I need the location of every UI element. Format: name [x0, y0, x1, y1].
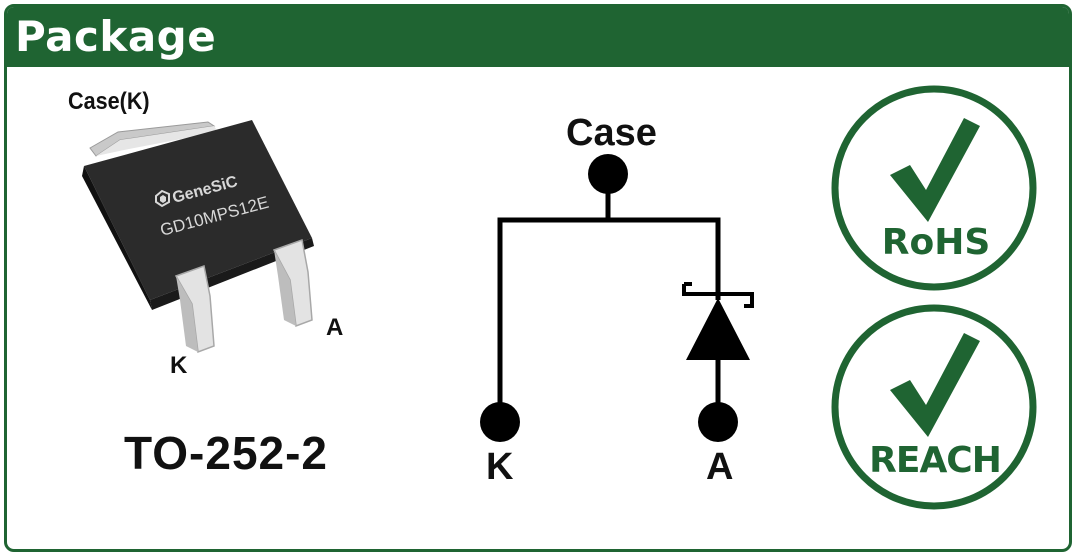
- panel-header: Package: [7, 7, 1069, 67]
- diode-schematic: [497, 174, 754, 418]
- rohs-badge: [831, 85, 1037, 291]
- k-terminal: [480, 402, 520, 442]
- diode-triangle: [686, 298, 750, 360]
- symbol-case-label: Case: [566, 112, 657, 154]
- lead-a: [272, 238, 313, 328]
- a-terminal: [698, 402, 738, 442]
- rohs-label: RoHS: [881, 222, 991, 263]
- panel-title: Package: [15, 12, 217, 61]
- case-terminal: [588, 154, 628, 194]
- reach-check-icon: [890, 333, 980, 437]
- lead-k: [174, 265, 215, 354]
- package-pin-a-label: A: [326, 314, 344, 341]
- package-name: TO-252-2: [124, 427, 329, 479]
- reach-badge: [831, 304, 1037, 510]
- to252-package-image: GeneSiC GD10MPS12E: [82, 120, 314, 354]
- package-pin-k-label: K: [170, 352, 188, 379]
- symbol-k-label: K: [486, 446, 514, 488]
- rohs-check-icon: [890, 118, 980, 222]
- symbol-a-label: A: [706, 446, 734, 488]
- case-k-label: Case(K): [68, 88, 150, 115]
- reach-label: REACH: [869, 440, 1002, 481]
